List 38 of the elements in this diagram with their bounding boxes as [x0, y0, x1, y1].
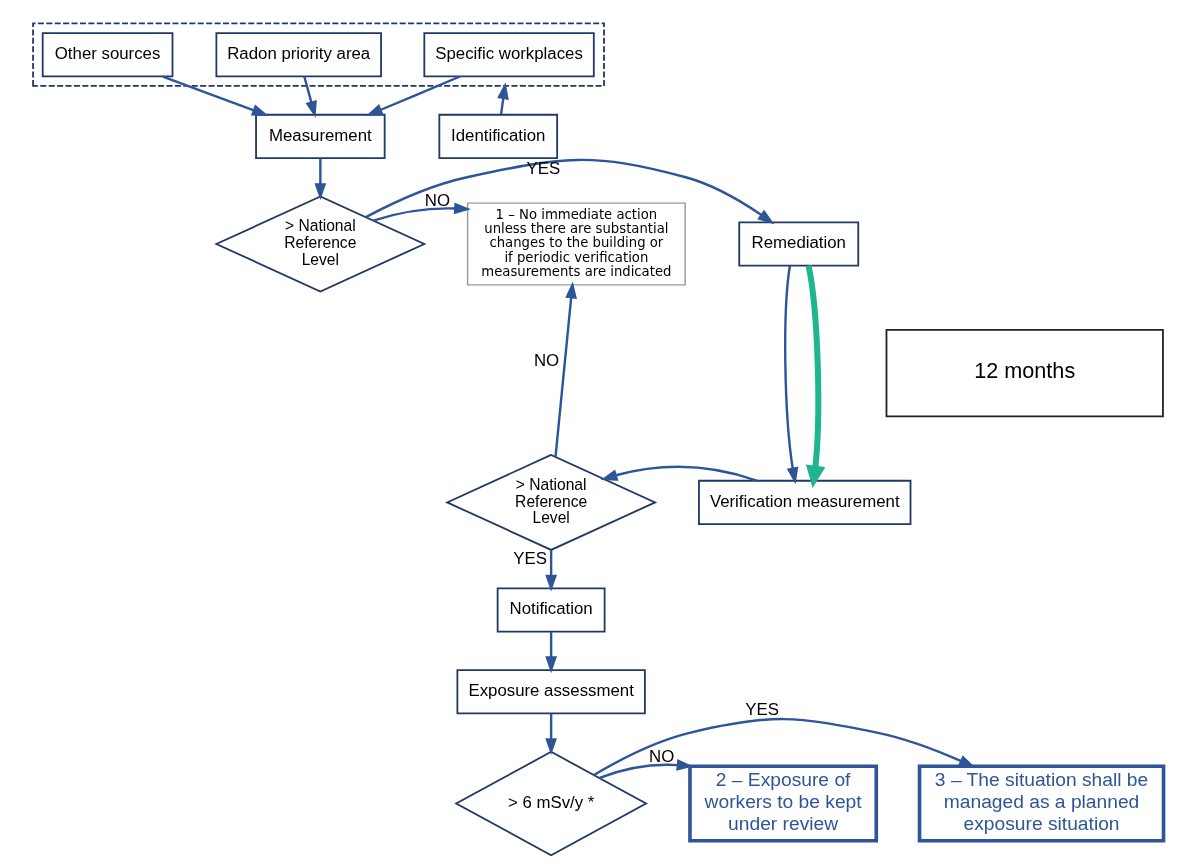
arrow [162, 74, 269, 116]
node-box: Radon priority area [215, 31, 382, 77]
arrow [784, 265, 799, 484]
arrow [373, 202, 471, 222]
node-box: Exposure assessment [456, 668, 646, 714]
arrow [593, 717, 976, 776]
arrow [545, 631, 558, 673]
node-diamond: > National Reference Level [214, 195, 427, 292]
arrow [365, 74, 461, 116]
edge-label: NO [424, 190, 451, 210]
arrow [545, 713, 558, 755]
arrow [805, 264, 826, 488]
edge-label: NO [649, 746, 675, 766]
arrow [497, 81, 509, 114]
arrow [545, 549, 558, 591]
node-diamond: > 6 mSv/y * [454, 750, 648, 856]
node-box: Remediation [738, 220, 860, 266]
edge-label: YES [513, 548, 547, 568]
node-diamond: > National Reference Level [445, 453, 658, 551]
arrow [600, 465, 758, 482]
arrow [365, 158, 775, 224]
node-box: Other sources [41, 31, 174, 77]
node-box: Specific workplaces [423, 31, 595, 77]
node-box: 2 – Exposure of workers to be kept under review [688, 763, 879, 843]
node-box: 3 – The situation shall be managed as a planned exposure situation [917, 763, 1166, 843]
edge-label: YES [526, 158, 561, 178]
node-box: Verification measurement [698, 479, 912, 525]
node-box: 1 – No immediate action unless there are substantial changes to the building or if periodic verification measurements are indicated [466, 201, 686, 286]
node-box: 12 months [885, 328, 1164, 417]
node-box: Identification [438, 113, 559, 159]
edge-label: NO [533, 350, 560, 370]
edge-label: YES [745, 699, 779, 719]
cluster [32, 22, 605, 87]
arrow [314, 157, 327, 200]
node-box: Notification [496, 586, 606, 632]
arrow [554, 281, 577, 457]
arrow [303, 75, 317, 118]
node-box: Measurement [255, 113, 386, 159]
